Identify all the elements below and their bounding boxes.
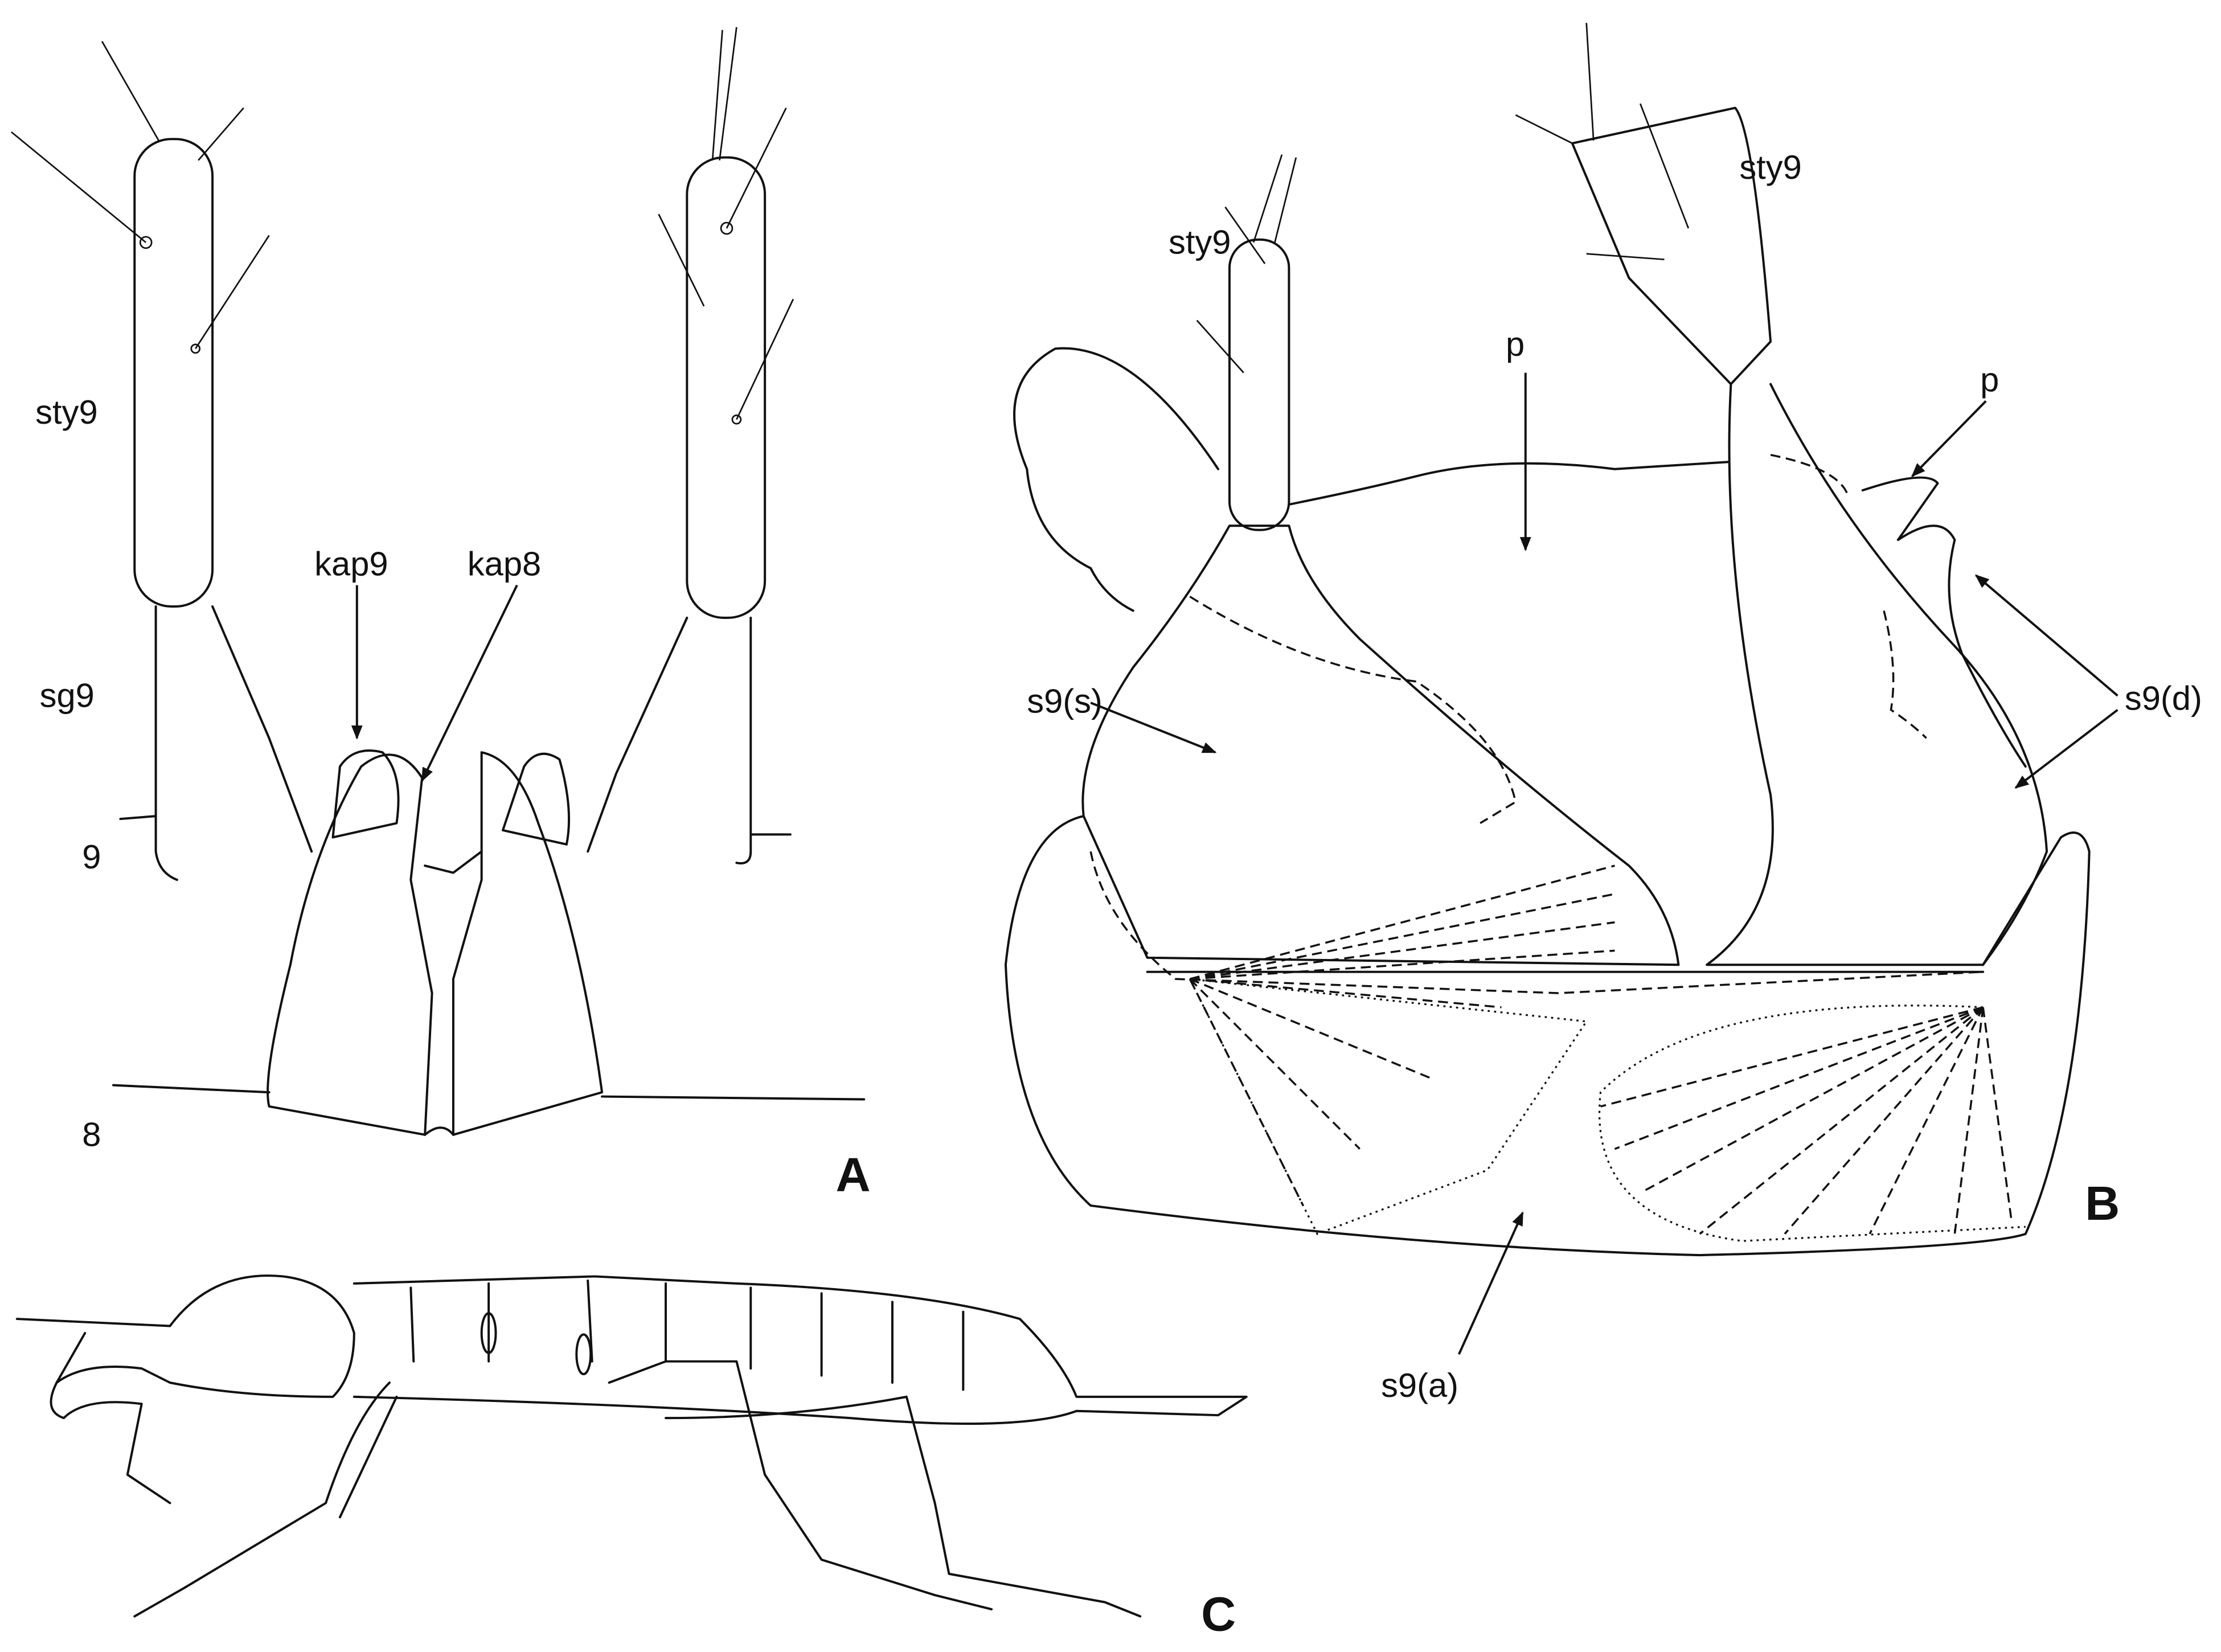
label-sty9-left: sty9 bbox=[1169, 223, 1231, 261]
label-kap8: kap8 bbox=[468, 544, 541, 583]
panel-a: sty9 sg9 kap9 kap8 9 8 A bbox=[11, 27, 871, 1202]
left-stylus bbox=[11, 40, 313, 882]
label-p-right: p bbox=[1980, 360, 1999, 399]
label-sty9-right: sty9 bbox=[1739, 148, 1801, 186]
label-kap9: kap9 bbox=[314, 544, 388, 583]
panel-label-a: A bbox=[835, 1147, 870, 1202]
panel-label-c: C bbox=[1201, 1587, 1236, 1641]
label-sty9: sty9 bbox=[35, 393, 97, 431]
arrow-s9d-lower bbox=[2014, 708, 2118, 789]
label-sg9: sg9 bbox=[40, 677, 95, 715]
label-s9d: s9(d) bbox=[2125, 679, 2202, 718]
arrow-kap8 bbox=[421, 584, 518, 782]
label-s9a: s9(a) bbox=[1381, 1366, 1458, 1404]
arrow-s9a bbox=[1458, 1211, 1524, 1355]
gonapophyses bbox=[112, 749, 866, 1136]
panel-label-b: B bbox=[2085, 1176, 2120, 1230]
right-stylus bbox=[587, 27, 794, 864]
label-segment-9: 9 bbox=[82, 838, 101, 876]
arrow-s9d-upper bbox=[1974, 574, 2118, 697]
arrow-s9s bbox=[1090, 702, 1217, 754]
muscle-fans bbox=[1188, 864, 2026, 1242]
label-p-left: p bbox=[1506, 325, 1525, 363]
arrow-p-right bbox=[1911, 400, 1987, 477]
panel-c-habitus: C bbox=[15, 1274, 1248, 1641]
label-segment-8: 8 bbox=[82, 1116, 101, 1154]
label-s9s: s9(s) bbox=[1027, 682, 1103, 720]
panel-b: sty9 sty9 p p s9(s) s9(d) s9(a) B bbox=[1004, 23, 2202, 1404]
